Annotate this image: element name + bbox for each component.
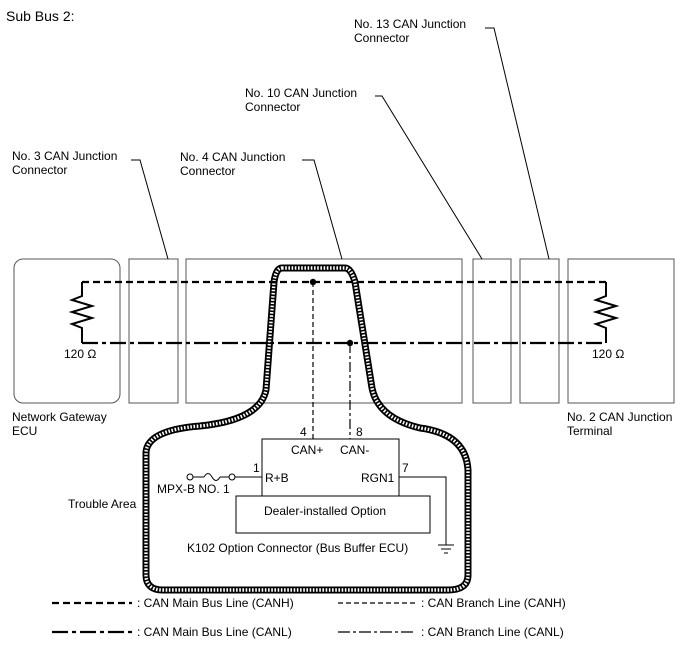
callout-no13: No. 13 CAN Junction Connector [354,17,550,260]
no13-leader-line [485,27,550,260]
no10-label-line1: No. 10 CAN Junction [245,86,357,100]
callout-no4: No. 4 CAN Junction Connector [180,150,343,260]
pin-canh-label: CAN+ [291,443,323,457]
trouble-area-outline-hatch [144,266,470,592]
pin-canl-label: CAN- [340,443,369,457]
no4-junction-box [185,258,463,404]
gateway-label-line1: Network Gateway [12,410,107,424]
no10-leader-line [375,95,483,260]
gateway-resistor-value: 120 Ω [64,347,96,361]
no10-junction-box [472,258,512,404]
legend-label-main-canl: : CAN Main Bus Line (CANL) [137,625,292,639]
dealer-option-box [235,495,431,534]
no3-junction-box [128,258,179,404]
pin-canh-number: 4 [300,425,307,439]
legend-label-branch-canl: : CAN Branch Line (CANL) [421,625,564,639]
no3-label-line2: Connector [12,163,67,177]
fuse-terminal-left [186,473,194,481]
trouble-area-label: Trouble Area [68,497,137,511]
pin-canl-number: 8 [356,425,363,439]
gateway-terminating-resistor: 120 Ω [64,282,96,361]
pin-rb-label: R+B [265,471,289,485]
legend-label-main-canh: : CAN Main Bus Line (CANH) [137,596,294,610]
callout-no10: No. 10 CAN Junction Connector [245,86,483,260]
pin-rgn-number: 7 [402,461,409,475]
no3-label-line1: No. 3 CAN Junction [12,149,117,163]
no13-label-line1: No. 13 CAN Junction [354,17,466,31]
fuse-label: MPX-B NO. 1 [157,482,230,496]
gateway-resistor-zigzag [68,282,96,343]
rgn-wire [399,476,447,545]
no13-label-line2: Connector [354,31,409,45]
no3-leader-line [131,159,169,260]
terminal-terminating-resistor: 120 Ω [592,282,624,361]
terminal-label-line1: No. 2 CAN Junction [567,410,672,424]
no4-leader-line [302,159,343,260]
option-ecu-box [261,438,400,497]
no13-junction-box [519,258,560,404]
terminal-label-line2: Terminal [567,424,612,438]
diagram-title: Sub Bus 2: [6,8,75,24]
terminal-resistor-zigzag [592,282,620,343]
network-gateway-ecu-box [13,258,121,404]
legend: : CAN Main Bus Line (CANH) : CAN Branch … [52,596,566,639]
option-connector-ecu: 4 8 CAN+ CAN- 1 R+B 7 RGN1 Dealer-instal… [187,425,431,555]
legend-label-branch-canh: : CAN Branch Line (CANH) [421,596,566,610]
no10-label-line2: Connector [245,100,300,114]
option-connector-label: K102 Option Connector (Bus Buffer ECU) [187,541,408,555]
no4-label-line2: Connector [180,164,235,178]
no4-label-line1: No. 4 CAN Junction [180,150,285,164]
rgn-ground [399,476,454,554]
no2-junction-terminal-box [567,258,675,404]
dealer-option-label: Dealer-installed Option [264,504,386,518]
fuse-terminal-right [228,473,236,481]
callout-no3: No. 3 CAN Junction Connector [12,149,169,260]
fuse-icon [203,473,221,481]
terminal-resistor-value: 120 Ω [592,347,624,361]
pin-rb-number: 1 [253,461,260,475]
pin-rgn-label: RGN1 [361,471,395,485]
gateway-label-line2: ECU [12,424,37,438]
mpx-b-fuse: MPX-B NO. 1 [157,473,262,496]
